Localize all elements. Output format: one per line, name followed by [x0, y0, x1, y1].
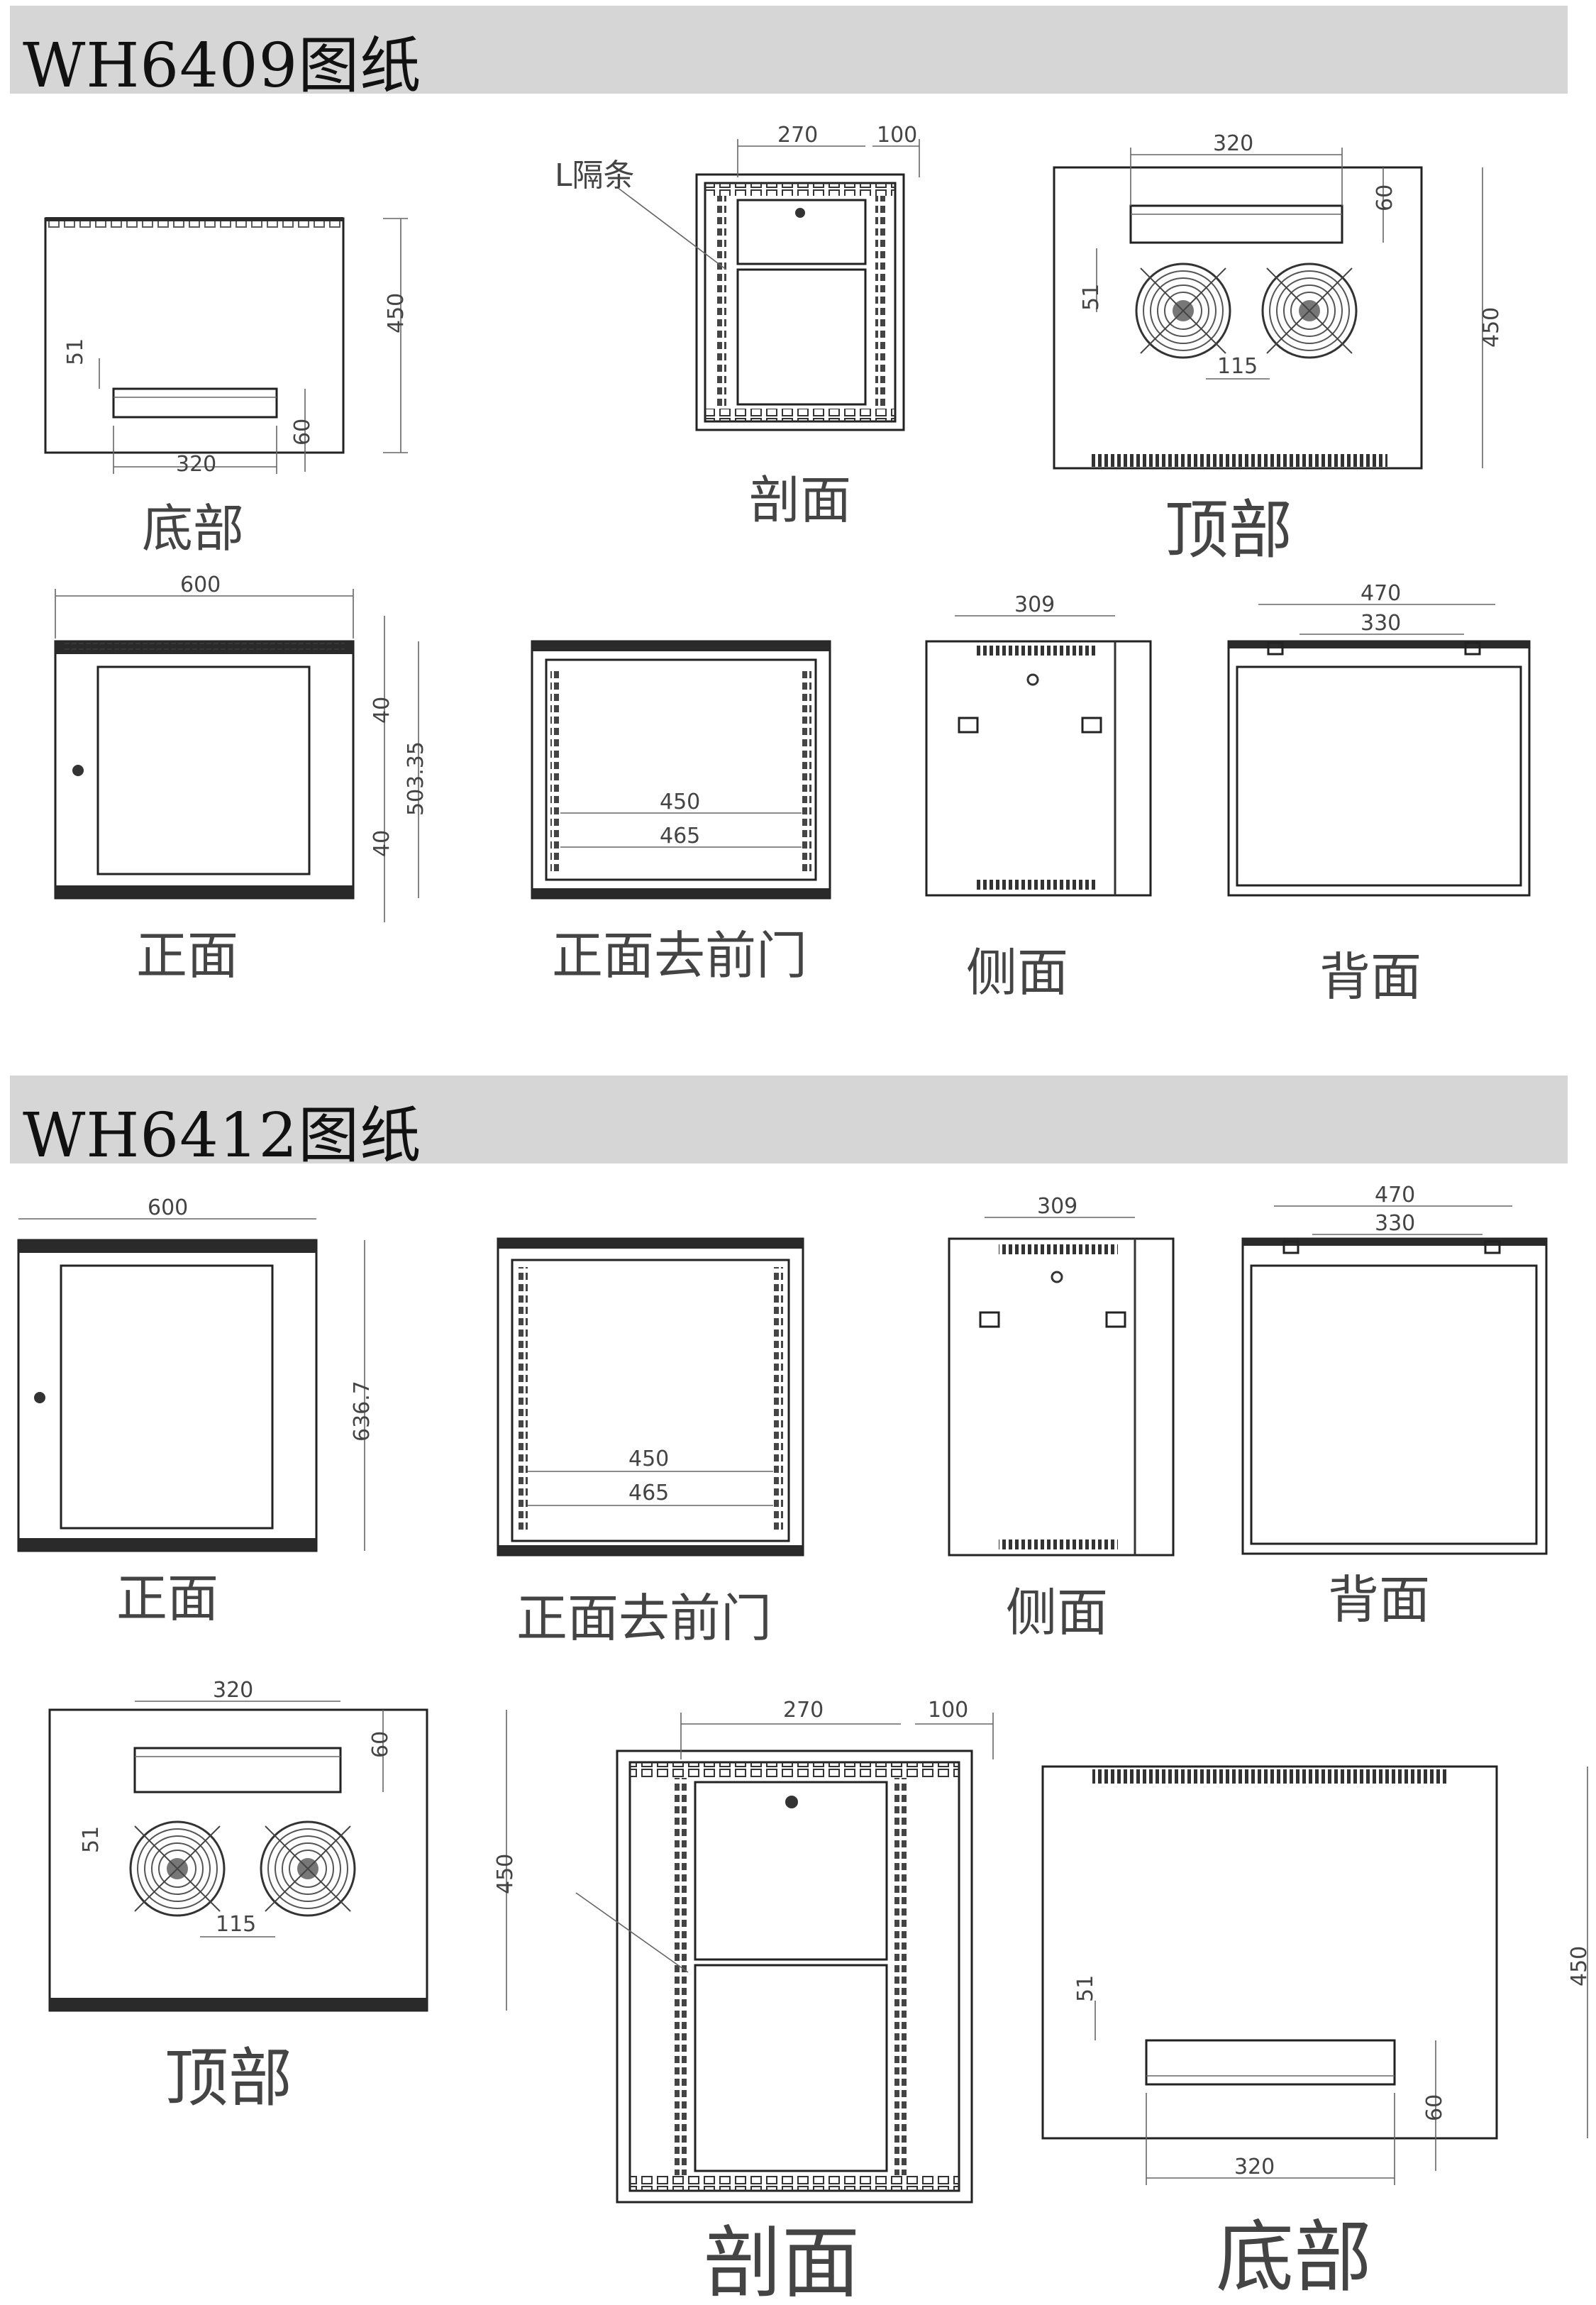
bottom-view-6412	[1041, 1765, 1588, 2185]
dim-handle-width: 320	[213, 1678, 253, 1703]
dim-back-outer: 470	[1375, 1183, 1415, 1207]
dim-rail-span: 270	[777, 123, 818, 148]
view-label-front: 正面	[136, 926, 238, 985]
dim-top-rail: 40	[370, 697, 394, 724]
section-title: WH6412图纸	[23, 1100, 422, 1171]
dim-handle-width: 320	[176, 452, 216, 477]
dim-height: 636.7	[350, 1381, 375, 1442]
back-view-6409	[1227, 604, 1531, 897]
dim-handle-offset: 51	[63, 338, 88, 365]
dim-width: 600	[180, 573, 221, 597]
dim-width: 600	[148, 1195, 188, 1220]
dim-rail-outer: 465	[628, 1481, 669, 1505]
dim-handle-depth: 60	[290, 419, 315, 446]
side-view-6412	[948, 1217, 1175, 1557]
dim-back-inner: 330	[1361, 611, 1401, 636]
dim-rail-width: 450	[660, 790, 700, 814]
dim-rail-outer: 465	[660, 824, 700, 849]
view-label-back: 背面	[1328, 1570, 1430, 1630]
dim-rail-span: 270	[783, 1698, 824, 1723]
view-label-section: 剖面	[704, 2218, 860, 2305]
section-view-6412	[575, 1713, 994, 2204]
view-label-side: 侧面	[1006, 1583, 1108, 1642]
view-label-top: 顶部	[165, 2041, 292, 2116]
view-label-front: 正面	[116, 1569, 218, 1628]
bottom-view-6409	[44, 217, 408, 474]
dim-rail-offset: 100	[928, 1698, 968, 1723]
top-view-6409	[1053, 148, 1483, 470]
view-label-back: 背面	[1319, 947, 1422, 1007]
front-view-6412	[17, 1218, 365, 1552]
view-label-bottom: 底部	[142, 499, 244, 558]
front-no-door-view-6412	[497, 1237, 804, 1557]
dim-handle-offset: 51	[79, 1826, 104, 1853]
dim-handle-width: 320	[1213, 131, 1253, 156]
dim-handle-offset: 51	[1073, 1975, 1098, 2002]
dim-side-width: 309	[1037, 1194, 1077, 1219]
dim-back-inner: 330	[1375, 1211, 1415, 1236]
dim-height: 503.35	[404, 741, 428, 816]
dim-rail-offset: 100	[877, 123, 917, 148]
top-view-6412	[48, 1701, 507, 2012]
view-label-bottom: 底部	[1216, 2212, 1372, 2303]
dim-fan-gap: 115	[1217, 354, 1258, 379]
view-label-front-no-door: 正面去前门	[552, 926, 807, 985]
dim-bottom-rail: 40	[370, 830, 394, 857]
callout-l-strip: L隔条	[555, 157, 635, 194]
dim-depth: 450	[1567, 1946, 1592, 1986]
section-title: WH6409图纸	[23, 31, 422, 101]
front-view-6409	[54, 589, 419, 922]
dim-depth: 450	[1479, 307, 1504, 348]
side-view-6409	[925, 615, 1152, 897]
view-label-top: 顶部	[1165, 493, 1292, 568]
section-view-6409	[616, 139, 920, 431]
dim-side-width: 309	[1014, 592, 1055, 617]
dim-handle-offset: 51	[1079, 284, 1104, 311]
dim-depth: 450	[493, 1854, 518, 1894]
dim-back-outer: 470	[1361, 581, 1401, 606]
back-view-6412	[1241, 1205, 1548, 1555]
dim-handle-width: 320	[1234, 2155, 1275, 2179]
view-label-side: 侧面	[966, 943, 1068, 1002]
dim-rail-width: 450	[628, 1447, 669, 1471]
dim-fan-gap: 115	[216, 1912, 256, 1937]
front-no-door-view-6409	[531, 640, 831, 900]
dim-handle-depth: 60	[1373, 184, 1397, 211]
section-header-wh6412: WH6412图纸	[10, 1076, 1568, 1171]
section-header-wh6409: WH6409图纸	[10, 6, 1568, 101]
dim-height: 450	[384, 293, 409, 333]
dim-handle-depth: 60	[1422, 2094, 1447, 2121]
dim-handle-depth: 60	[368, 1731, 393, 1758]
view-label-front-no-door: 正面去前门	[516, 1588, 772, 1648]
view-label-section: 剖面	[749, 470, 851, 530]
